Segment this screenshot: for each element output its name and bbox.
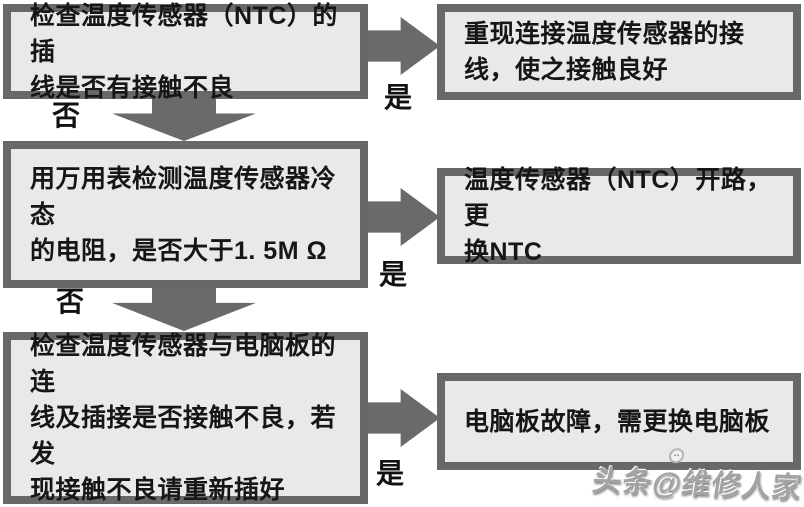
branch-label-no-2: 否 [56, 286, 85, 317]
watermark: 头条@维修人家 [589, 448, 804, 506]
arrow-right-yes-2 [358, 188, 440, 246]
node-check-board-connection: 检查温度传感器与电脑板的连 线及插接是否接触不良，若发 现接触不良请重新插好 [3, 332, 368, 504]
node-measure-cold-resistance: 用万用表检测温度传感器冷态 的电阻，是否大于1. 5M Ω [3, 141, 368, 288]
branch-label-yes-2: 是 [379, 259, 408, 290]
watermark-text: 头条@维修人家 [589, 465, 804, 505]
node-replace-ntc-text: 温度传感器（NTC）开路，更 换NTC [464, 166, 772, 266]
node-check-board-connection-text: 检查温度传感器与电脑板的连 线及插接是否接触不良，若发 现接触不良请重新插好 [30, 332, 337, 504]
node-replace-ntc: 温度传感器（NTC）开路，更 换NTC [437, 166, 801, 266]
node-reconnect-sensor-wire-text: 重现连接温度传感器的接 线，使之接触良好 [464, 20, 745, 84]
arrow-right-yes-1 [358, 17, 440, 75]
node-replace-board: 电脑板故障，需更换电脑板 [437, 373, 801, 470]
node-replace-board-text: 电脑板故障，需更换电脑板 [464, 407, 771, 436]
node-reconnect-sensor-wire: 重现连接温度传感器的接 线，使之接触良好 [437, 4, 801, 100]
branch-label-yes-3: 是 [376, 458, 405, 489]
node-check-sensor-plug: 检查温度传感器（NTC）的插 线是否有接触不良 [3, 2, 368, 102]
smiley-icon [667, 448, 685, 464]
branch-label-no-1: 否 [52, 100, 81, 131]
node-measure-cold-resistance-text: 用万用表检测温度传感器冷态 的电阻，是否大于1. 5M Ω [30, 164, 337, 265]
arrow-right-yes-3 [358, 389, 440, 447]
branch-label-yes-1: 是 [384, 82, 413, 113]
node-check-sensor-plug-text: 检查温度传感器（NTC）的插 线是否有接触不良 [30, 1, 338, 102]
arrow-down-no-2 [112, 287, 256, 331]
